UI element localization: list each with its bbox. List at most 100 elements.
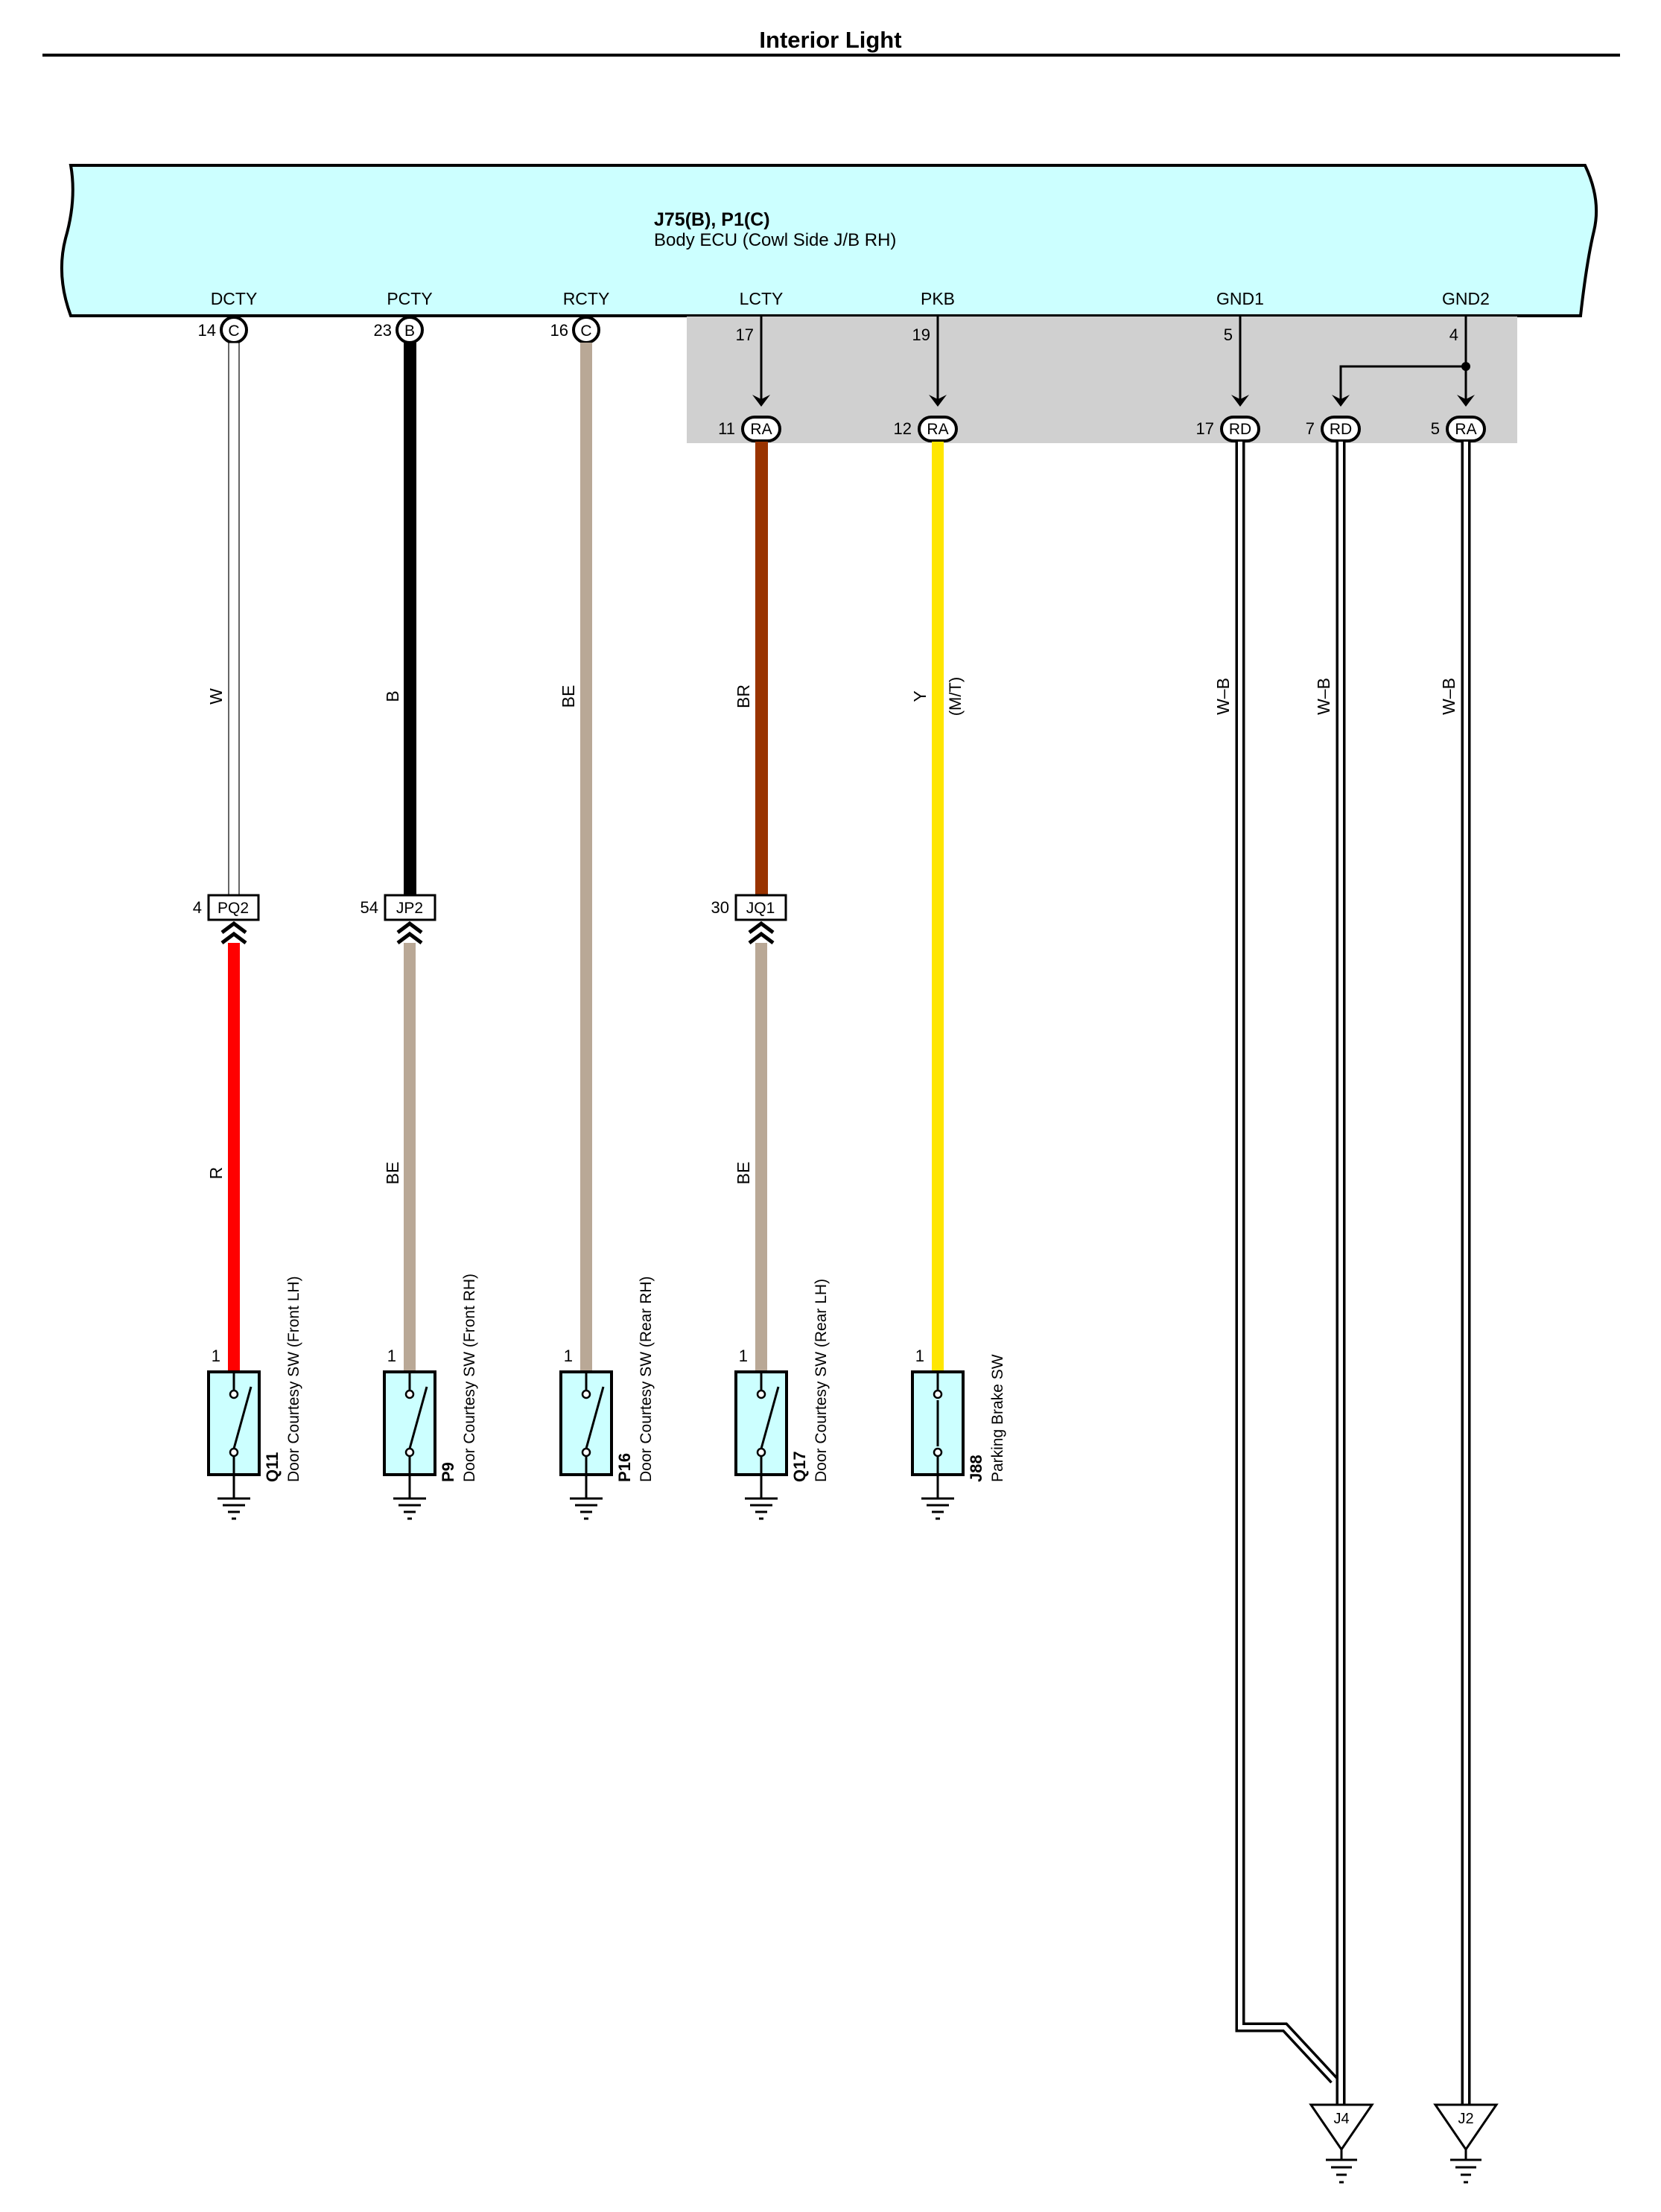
ra-connector bbox=[1446, 416, 1486, 442]
ecu-pin-number: 4 bbox=[1449, 325, 1458, 344]
switch-contact bbox=[933, 1447, 943, 1458]
ra-connector-label: RA bbox=[1455, 421, 1476, 438]
wire-y bbox=[932, 442, 944, 1372]
switch-contact bbox=[933, 1389, 943, 1399]
wire-be bbox=[580, 343, 592, 1372]
wire-code-label: BE bbox=[734, 1162, 753, 1185]
component-pin-number: 1 bbox=[387, 1347, 396, 1365]
switch-lever bbox=[232, 1386, 253, 1449]
ra-connector bbox=[918, 416, 958, 442]
component-id: P16 bbox=[615, 1453, 634, 1482]
inline-connector-label: PQ2 bbox=[217, 900, 249, 917]
wire-code-label: W–B bbox=[1439, 678, 1458, 715]
inline-connector-box bbox=[734, 894, 787, 921]
ecu-pin-number: 16 bbox=[550, 321, 568, 340]
ecu-pin-connector-label: B bbox=[404, 322, 415, 340]
ground-icon bbox=[570, 1475, 603, 1520]
wire-be bbox=[755, 943, 767, 1372]
component-name: Door Courtesy SW (Front RH) bbox=[461, 1274, 478, 1482]
inline-pin-number: 30 bbox=[711, 898, 729, 917]
ground-point-icon bbox=[1309, 2103, 1374, 2152]
wire-code-label: R bbox=[206, 1167, 226, 1180]
inline-chevron-icon bbox=[748, 921, 775, 944]
ecu-pin-number: 14 bbox=[198, 321, 216, 340]
component-pin-number: 1 bbox=[915, 1347, 924, 1365]
switch-contact bbox=[581, 1389, 591, 1399]
ground-icon bbox=[217, 1475, 250, 1520]
ground-icon bbox=[745, 1475, 778, 1520]
switch-contact bbox=[756, 1389, 766, 1399]
ecu-pin-number: 5 bbox=[1224, 325, 1233, 344]
terminal-name: LCTY bbox=[740, 289, 784, 308]
inline-connector-label: JQ1 bbox=[746, 900, 775, 917]
wire-code-label: BR bbox=[734, 684, 753, 708]
switch-contact bbox=[229, 1389, 239, 1399]
component-name: Door Courtesy SW (Rear LH) bbox=[813, 1279, 830, 1482]
switch-lever bbox=[585, 1386, 605, 1449]
wire-be bbox=[404, 943, 416, 1372]
inline-connector-label: JP2 bbox=[396, 900, 423, 917]
terminal-name: RCTY bbox=[563, 289, 610, 308]
ra-pin-number: 5 bbox=[1431, 419, 1440, 438]
ra-connector bbox=[741, 416, 781, 442]
ground-point-label: J4 bbox=[1333, 2111, 1349, 2127]
ecu-pin-number: 23 bbox=[374, 321, 392, 340]
terminal-name: PKB bbox=[921, 289, 955, 308]
ra-connector-label: RA bbox=[927, 421, 948, 438]
inline-connector-box bbox=[384, 894, 436, 921]
ecu-pin-connector-label: C bbox=[228, 322, 239, 340]
ecu-pin-number: 19 bbox=[912, 325, 930, 344]
inline-chevron-icon bbox=[220, 921, 247, 944]
component-name: Parking Brake SW bbox=[989, 1354, 1006, 1482]
switch-lever bbox=[408, 1386, 428, 1449]
wire-r bbox=[228, 943, 240, 1372]
ground-icon bbox=[1326, 2149, 1357, 2184]
component-name: Door Courtesy SW (Rear RH) bbox=[638, 1276, 655, 1482]
ecu-pin-number: 17 bbox=[736, 325, 754, 344]
page-title: Interior Light bbox=[759, 27, 901, 53]
wire-code-label: B bbox=[383, 690, 402, 702]
wire-code-label: BE bbox=[559, 685, 578, 708]
ground-icon bbox=[921, 1475, 954, 1520]
terminal-name: PCTY bbox=[387, 289, 432, 308]
inline-pin-number: 4 bbox=[193, 898, 202, 917]
mt-note: (M/T) bbox=[946, 677, 965, 716]
wire-br bbox=[755, 442, 768, 901]
junction-shade bbox=[687, 317, 1517, 443]
ground-icon bbox=[1450, 2149, 1481, 2184]
component-pin-number: 1 bbox=[739, 1347, 748, 1365]
ground-point-icon bbox=[1433, 2103, 1499, 2152]
wire-wb bbox=[1238, 442, 1336, 2082]
ra-connector bbox=[1220, 416, 1260, 442]
switch-contact bbox=[581, 1447, 591, 1458]
wire-code-label: W–B bbox=[1314, 678, 1333, 715]
wire-b bbox=[404, 343, 416, 901]
switch-contact bbox=[229, 1447, 239, 1458]
component-name: Door Courtesy SW (Front LH) bbox=[285, 1276, 302, 1482]
component-id: P9 bbox=[439, 1462, 457, 1482]
component-id: Q17 bbox=[790, 1451, 809, 1482]
component-id: Q11 bbox=[263, 1452, 282, 1482]
arrow-icon bbox=[1231, 395, 1249, 407]
component-pin-number: 1 bbox=[564, 1347, 573, 1365]
wire-w bbox=[228, 342, 240, 902]
wire-code-label: Y bbox=[910, 690, 930, 702]
wire-code-label: W bbox=[206, 688, 226, 705]
ground-icon bbox=[393, 1475, 426, 1520]
ground-point-label: J2 bbox=[1458, 2111, 1473, 2127]
switch-contact bbox=[404, 1389, 415, 1399]
terminal-name: GND1 bbox=[1216, 289, 1264, 308]
inline-chevron-icon bbox=[396, 921, 423, 944]
ra-connector-label: RD bbox=[1229, 421, 1251, 438]
terminal-name: DCTY bbox=[211, 289, 258, 308]
arrow-icon bbox=[752, 395, 770, 407]
arrow-icon bbox=[929, 395, 947, 407]
component-id: J88 bbox=[967, 1455, 985, 1482]
inline-pin-number: 54 bbox=[361, 898, 378, 917]
ecu-body bbox=[60, 164, 1598, 317]
ecu-name: Body ECU (Cowl Side J/B RH) bbox=[654, 230, 896, 250]
arrow-icon bbox=[1332, 395, 1350, 407]
ecu-id: J75(B), P1(C) bbox=[654, 209, 770, 230]
component-pin-number: 1 bbox=[212, 1347, 220, 1365]
